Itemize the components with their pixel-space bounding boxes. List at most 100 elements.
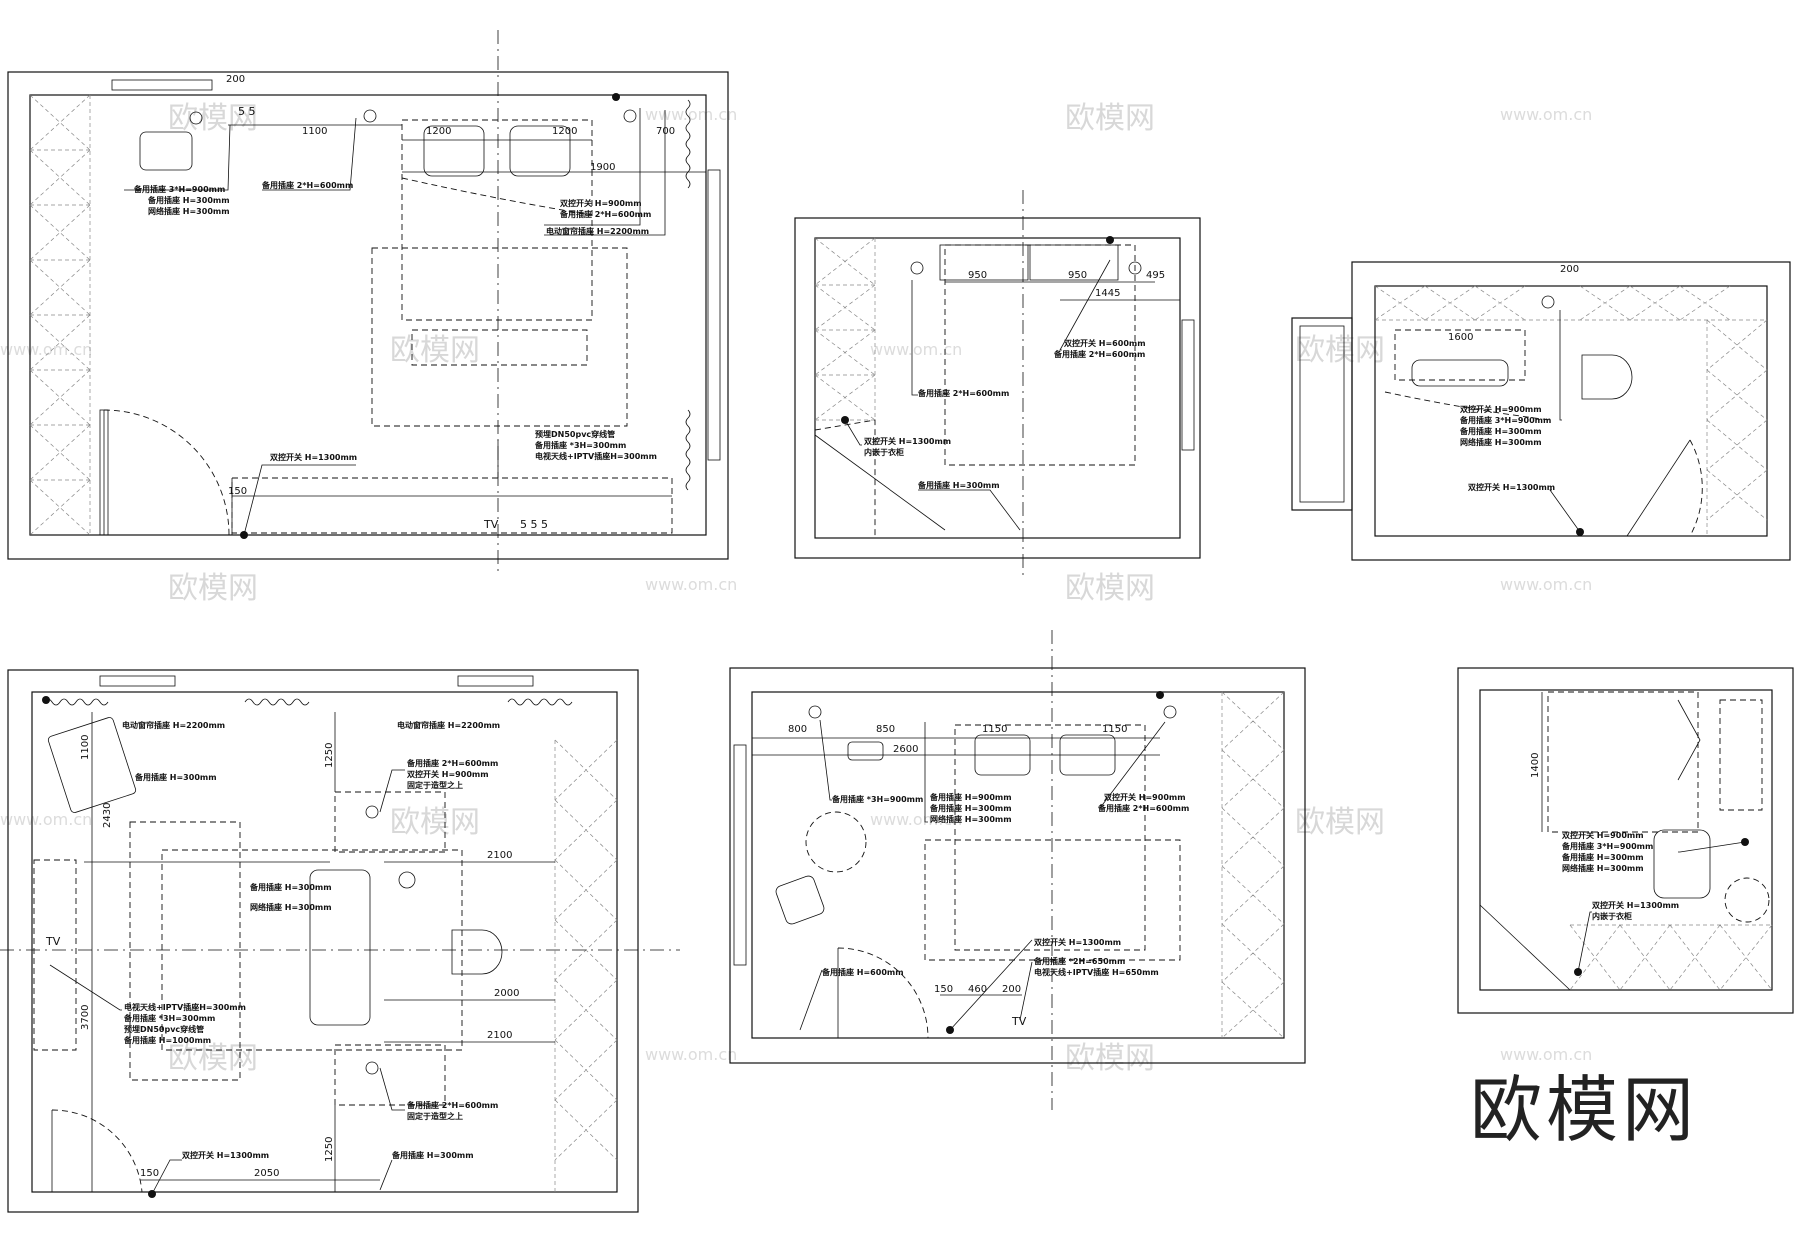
watermark-url: www.om.cn <box>1500 105 1592 124</box>
curtain <box>685 409 691 491</box>
armchair <box>47 717 137 813</box>
watermark-text: 欧模网 <box>168 571 258 606</box>
leader-line <box>262 117 357 191</box>
window <box>99 675 176 687</box>
plan-5: 备用插座 *3H=900mm 备用插座 H=900mm 备用插座 H=300mm… <box>729 667 1306 1064</box>
socket-icon <box>1128 261 1142 275</box>
leader-line <box>379 1067 405 1111</box>
plan-label: 电视天线+IPTV插座H=300mm <box>535 451 657 461</box>
plan-label: 备用插座 H=300mm <box>917 480 1000 490</box>
leader-line <box>49 964 122 1011</box>
plan-label: 双控开关 H=1300mm <box>1034 937 1121 947</box>
dimension-text: 2430 <box>102 803 113 828</box>
plan-label: 预埋DN50pvc穿线管 <box>535 429 615 439</box>
dimension-text: 700 <box>656 126 675 137</box>
leader-line <box>918 489 1021 531</box>
watermark-text: 欧模网 <box>1295 333 1385 368</box>
door-jamb <box>99 409 109 536</box>
tv-symbol: TV <box>1011 1015 1027 1028</box>
lounge-chair <box>775 875 825 925</box>
plan-label: 备用插座 H=300mm <box>1561 852 1644 862</box>
plan-label: 网络插座 H=300mm <box>1562 863 1644 873</box>
plan-label: 电动窗帘插座 H=2200mm <box>397 720 500 730</box>
plan-label: 电动窗帘插座 H=2200mm <box>546 226 649 236</box>
desk <box>847 741 884 761</box>
dimension-text: 2100 <box>487 850 512 861</box>
tv-symbol: TV <box>483 518 499 531</box>
tv-console <box>33 859 77 1051</box>
plan-label: 备用插座 2*H=600mm <box>559 209 651 219</box>
bench <box>411 329 588 366</box>
dimension-text: 1100 <box>80 735 91 760</box>
curtain <box>244 698 310 706</box>
side-table <box>334 1044 446 1106</box>
dimension-text: 950 <box>1068 270 1087 281</box>
leader-line <box>379 769 405 813</box>
door-leaf <box>1479 904 1571 991</box>
plan-label: 网络插座 H=300mm <box>250 902 332 912</box>
desk-chair <box>139 131 193 171</box>
leader-line <box>1059 259 1111 351</box>
wardrobe <box>814 237 876 421</box>
side-cabinet <box>1719 699 1763 811</box>
watermark-layer: 欧模网 欧模网 欧模网 欧模网 欧模网 欧模网 欧模网 欧模网 欧模网 欧模网 … <box>0 101 1592 1076</box>
door-swing <box>837 947 929 1039</box>
watermark-url: www.om.cn <box>870 810 962 829</box>
wardrobe <box>1221 691 1285 1039</box>
dimension-text: 1200 <box>552 126 577 137</box>
door-swing <box>51 1109 143 1193</box>
rug <box>161 849 463 1051</box>
dimension-text: 460 <box>968 984 987 995</box>
watermark-url: www.om.cn <box>0 340 92 359</box>
plan-inner-wall <box>31 691 618 1193</box>
chair <box>1581 354 1633 400</box>
plan-outer-wall <box>1351 261 1791 561</box>
watermark-text: 欧模网 <box>390 805 480 840</box>
plan-outer-wall <box>1457 667 1794 1014</box>
wardrobe <box>1374 285 1768 536</box>
plan-label: 双控开关 H=1300mm <box>182 1150 269 1160</box>
dimension-text: 1600 <box>1448 332 1473 343</box>
bed <box>401 119 593 321</box>
plan-label: 双控开关 H=900mm <box>407 769 489 779</box>
dimension-text: 150 <box>228 486 247 497</box>
plan-inner-wall <box>1374 285 1768 537</box>
dimension-text: 950 <box>968 270 987 281</box>
door-swing <box>103 409 230 536</box>
bed <box>1547 691 1699 833</box>
door-frame <box>814 419 876 538</box>
leader-line <box>1549 489 1581 533</box>
chair-row <box>1411 359 1509 387</box>
leader-line <box>911 280 918 396</box>
plan-label: 双控开关 H=1300mm <box>1468 482 1555 492</box>
balcony <box>1291 317 1353 511</box>
dimension-text: 1900 <box>590 162 615 173</box>
leader-line <box>799 969 823 1031</box>
leader-line <box>1577 911 1592 973</box>
plan-label: 备用插座 *3H=300mm <box>123 1013 215 1023</box>
leader-line <box>949 939 1033 1031</box>
light-path <box>1384 391 1551 421</box>
plan-label: 备用插座 H=900mm <box>929 792 1012 802</box>
switch-dot <box>42 696 50 704</box>
leader-line <box>819 719 832 801</box>
dimension-text: 3700 <box>80 1005 91 1030</box>
round-table <box>1724 877 1770 923</box>
switch-dot <box>1156 691 1164 699</box>
sofa <box>309 869 371 1026</box>
plan-label: 电视天线+IPTV插座H=300mm <box>124 1002 246 1012</box>
leader-line <box>1678 841 1746 853</box>
plan-label: 备用插座 3*H=900mm <box>1561 841 1653 851</box>
dimension-text: 200 <box>1002 984 1021 995</box>
plan-2: 双控开关 H=600mm 备用插座 2*H=600mm 备用插座 2*H=600… <box>794 217 1201 559</box>
socket-icon <box>189 111 203 125</box>
light-path <box>401 177 593 216</box>
window <box>733 744 747 966</box>
plan-label: 备用插座 H=300mm <box>391 1150 474 1160</box>
socket-icon <box>623 109 637 123</box>
plan-outer-wall <box>794 217 1201 559</box>
socket-icon <box>1541 295 1555 309</box>
balcony-inner <box>1299 325 1345 503</box>
dimension-text: 2000 <box>494 988 519 999</box>
